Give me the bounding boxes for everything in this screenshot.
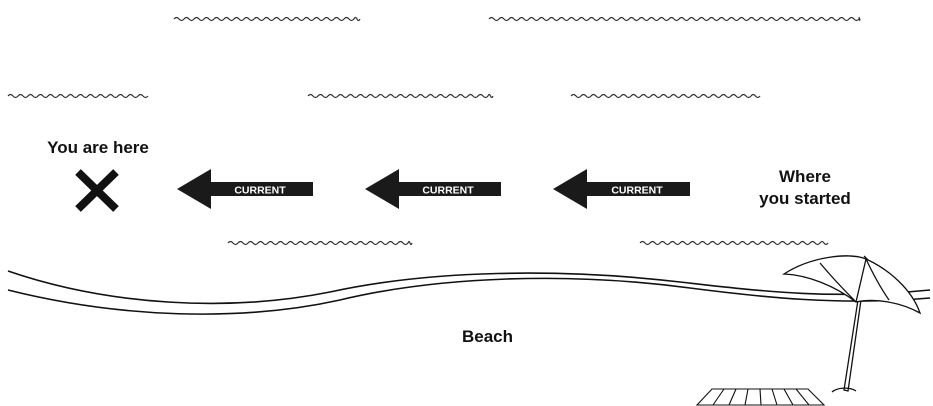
left-arrow-icon — [553, 169, 690, 209]
x-mark-icon — [75, 169, 119, 212]
water-ripples — [7, 16, 861, 246]
ripple-line — [227, 240, 413, 246]
beach-umbrella-icon — [781, 255, 922, 393]
ripple-line — [307, 93, 494, 99]
ripple-line — [7, 93, 149, 99]
left-arrow-icon — [177, 169, 313, 209]
where-you-started-line1: Where — [779, 167, 831, 186]
current-label: CURRENT — [422, 185, 474, 197]
beach-label: Beach — [461, 327, 514, 346]
where-you-started-label: Where you started — [742, 166, 868, 210]
current-label: CURRENT — [611, 185, 663, 197]
where-you-started-line2: you started — [759, 189, 851, 208]
shoreline — [7, 270, 931, 315]
left-arrow-icon — [365, 169, 501, 209]
you-are-here-label: You are here — [47, 138, 149, 157]
ripple-line — [173, 16, 361, 22]
current-arrow-2: CURRENT — [365, 169, 501, 209]
ripple-line — [570, 93, 761, 99]
current-arrow-1: CURRENT — [177, 169, 313, 209]
ripple-line — [639, 240, 829, 246]
beach-towel-icon — [695, 388, 826, 406]
current-label: CURRENT — [234, 185, 286, 197]
current-arrow-3: CURRENT — [553, 169, 690, 209]
ripple-line — [488, 16, 861, 22]
